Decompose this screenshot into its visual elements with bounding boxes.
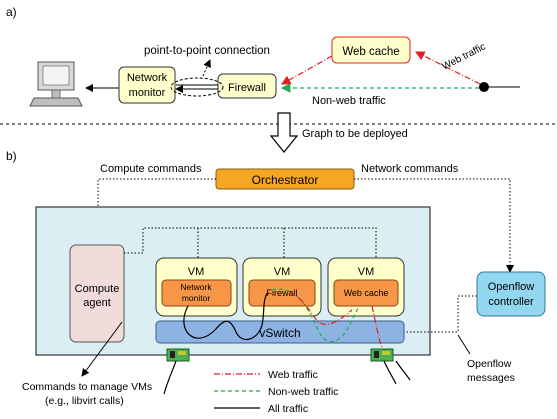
web-traffic-in-a <box>414 51 481 85</box>
compute-commands-label: Compute commands <box>100 163 202 175</box>
openflow-messages-callout <box>457 334 471 355</box>
web-traffic-internal-1 <box>289 291 353 325</box>
compute-agent-box <box>69 244 125 343</box>
firewall-b-label: Firewall <box>266 288 297 298</box>
compute-agent-line2: agent <box>83 297 111 309</box>
network-monitor-box-b <box>161 279 232 307</box>
p2p-connection-ellipse <box>170 77 224 97</box>
part-a-label: a) <box>6 5 17 19</box>
nic-right-icon <box>370 348 394 362</box>
web-cache-a-label: Web cache <box>342 46 399 58</box>
openflow-messages-line1: Openflow <box>467 358 512 370</box>
traffic-source-dot <box>479 82 489 92</box>
commands-arrow <box>81 321 123 377</box>
non-web-traffic-label-a: Non-web traffic <box>312 95 386 107</box>
openflow-messages-line <box>404 295 477 333</box>
commands-label-line2: (e.g., libvirt calls) <box>45 395 124 407</box>
web-traffic-internal-2 <box>371 305 387 361</box>
openflow-messages-line2: messages <box>467 372 515 384</box>
external-link-left <box>163 360 177 395</box>
network-monitor-b-line1: Network <box>180 282 212 292</box>
nic-left-icon <box>166 348 190 362</box>
computer-icon <box>29 61 83 107</box>
openflow-controller-line2: controller <box>488 296 534 308</box>
all-traffic-internal <box>183 291 269 341</box>
part-b-label: b) <box>6 149 17 163</box>
orchestrator-label: Orchestrator <box>252 173 319 187</box>
openflow-controller-box <box>476 271 546 317</box>
vm-management-line <box>124 227 377 258</box>
vswitch-label: vSwitch <box>259 326 300 340</box>
p2p-label: point-to-point connection <box>144 45 270 57</box>
vm-label-2: VM <box>274 266 291 278</box>
p2p-callout-arrow <box>202 59 211 77</box>
web-cache-box-a <box>331 36 411 64</box>
legend-web-label: Web traffic <box>268 369 318 381</box>
network-monitor-a-line1: Network <box>127 72 168 84</box>
openflow-controller-line1: Openflow <box>488 281 535 293</box>
web-traffic-label-a: Web traffic <box>440 41 487 72</box>
legend: Web traffic Non-web traffic All traffic <box>214 369 338 415</box>
external-link-right <box>383 360 397 385</box>
legend-all-label: All traffic <box>268 403 308 415</box>
network-commands-label: Network commands <box>361 163 459 175</box>
legend-nonweb-label: Non-web traffic <box>268 386 338 398</box>
non-web-traffic-internal <box>271 288 361 343</box>
external-link-right-2 <box>395 360 411 381</box>
commands-label-line1: Commands to manage VMs <box>22 381 152 393</box>
deploy-arrow <box>269 112 299 153</box>
web-traffic-to-firewall-a <box>280 55 333 85</box>
network-monitor-a-line2: monitor <box>129 87 166 99</box>
web-cache-b-label: Web cache <box>344 288 389 298</box>
network-command-line <box>354 178 514 273</box>
compute-agent-line1: Compute <box>75 283 120 295</box>
deploy-arrow-label: Graph to be deployed <box>302 128 408 140</box>
firewall-a-label: Firewall <box>228 82 266 94</box>
web-cache-box-b <box>333 279 399 307</box>
compute-command-line <box>94 178 216 247</box>
vm-label-1: VM <box>188 266 205 278</box>
firewall-box-a <box>217 73 277 99</box>
network-monitor-b-line2: monitor <box>182 293 211 303</box>
vm-label-3: VM <box>358 266 375 278</box>
